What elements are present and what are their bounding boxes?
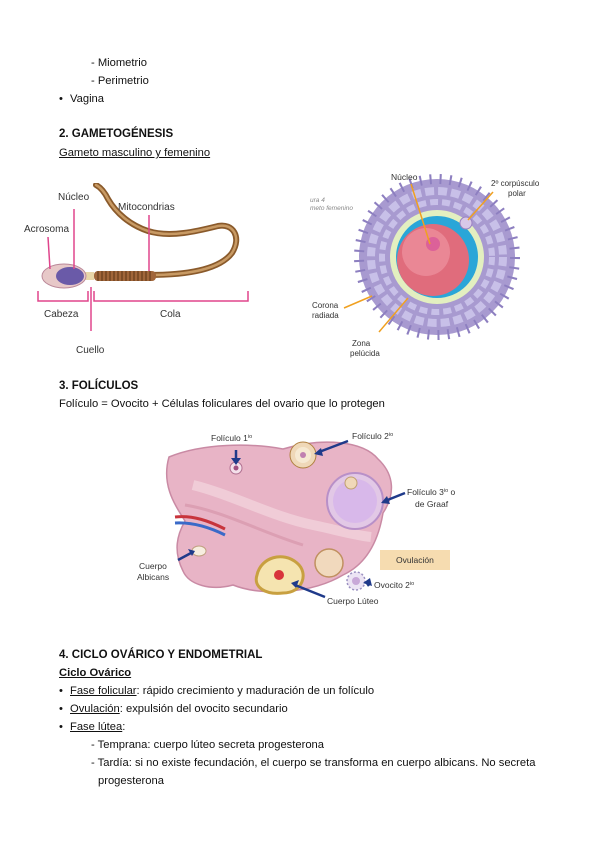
- svg-text:Folículo 1io: Folículo 1io: [211, 433, 252, 443]
- list-item-vagina: • Vagina: [59, 92, 104, 106]
- ovum-caption-b: meto femenino: [310, 205, 353, 212]
- polar-body: [459, 216, 473, 230]
- ovary-label-ovulacion: Ovulación: [396, 555, 434, 565]
- sperm-label-mitocondrias: Mitocondrias: [118, 202, 175, 213]
- list-item-ovulacion: • Ovulación: expulsión del ovocito secund…: [59, 702, 288, 716]
- list-item-perimetrio: - Perimetrio: [91, 75, 149, 87]
- section-subheading-ciclo-ovarico: Ciclo Ovárico: [59, 667, 132, 679]
- blood-vessel-red: [174, 515, 226, 531]
- ovary-label-albicans-a: Cuerpo: [139, 561, 167, 571]
- ovary-label-graaf: de Graaf: [415, 499, 449, 509]
- section-heading-foliculos: 3. FOLÍCULOS: [59, 380, 139, 392]
- term-text: : rápido crecimiento y maduración de un …: [136, 685, 375, 697]
- ovum-label-corona-b: radiada: [312, 311, 339, 320]
- ovary-label-luteo: Cuerpo Lúteo: [327, 596, 379, 606]
- bullet-icon: •: [59, 93, 63, 105]
- follicle-ruptured: [314, 548, 344, 578]
- svg-text:Folículo 3io o: Folículo 3io o: [407, 487, 456, 497]
- ovary-label-f1: Folículo 1: [211, 433, 248, 443]
- ovum-label-corpusculo-a: 2º corpúsculo: [491, 179, 540, 188]
- term-label: Fase lútea: [70, 721, 123, 733]
- list-item-fase-folicular: • Fase folicular: rápido crecimiento y ma…: [59, 684, 374, 698]
- term-label: Fase folicular: [70, 685, 137, 697]
- section-heading-ciclo: 4. CICLO OVÁRICO Y ENDOMETRIAL: [59, 649, 263, 661]
- ovum-label-zona-b: pelúcida: [350, 349, 380, 358]
- term-label: Ovulación: [70, 703, 120, 715]
- sperm-label-cuello: Cuello: [76, 345, 105, 356]
- sub-item-tardia-cont: progesterona: [98, 775, 164, 787]
- sperm-label-acrosoma: Acrosoma: [24, 224, 69, 235]
- ovulation-box: [380, 550, 450, 570]
- term-text: :: [122, 721, 126, 733]
- sperm-label-nucleo: Núcleo: [58, 192, 90, 203]
- sperm-midpiece: [94, 271, 156, 281]
- sperm-nucleus: [56, 267, 84, 285]
- sperm-tail: [93, 183, 240, 278]
- section-heading-gametogenesis: 2. GAMETOGÉNESIS: [59, 128, 174, 140]
- sperm-label-cabeza: Cabeza: [44, 309, 79, 320]
- bullet-icon: •: [59, 703, 63, 715]
- svg-text:Ovocito 2io: Ovocito 2io: [374, 580, 414, 590]
- ovum-label-corpusculo-b: polar: [508, 189, 526, 198]
- ovary-diagram: Folículo 1io Folículo 2io Folículo 3io o…: [137, 431, 456, 606]
- ovum-label-corona-a: Corona: [312, 301, 339, 310]
- term-text: : expulsión del ovocito secundario: [119, 703, 288, 715]
- sperm-diagram: Núcleo Mitocondrias Acrosoma Cabeza Cola…: [24, 183, 249, 356]
- section-subheading-gametos: Gameto masculino y femenino: [59, 147, 211, 159]
- ovary-label-albicans-b: Albicans: [137, 572, 169, 582]
- sub-item-tardia: - Tardía: si no existe fecundación, el c…: [91, 757, 536, 769]
- ovum-label-zona-a: Zona: [352, 339, 371, 348]
- sub-item-temprana: - Temprana: cuerpo lúteo secreta progest…: [91, 739, 325, 751]
- blood-vessel-blue: [174, 521, 226, 537]
- sperm-neck: [84, 272, 94, 280]
- bullet-icon: •: [59, 685, 63, 697]
- list-item-label: Vagina: [70, 93, 105, 105]
- ovary-label-f3: Folículo 3: [407, 487, 444, 497]
- svg-text:Folículo 2io: Folículo 2io: [352, 431, 393, 441]
- foliculo-definition: Folículo = Ovocito + Células foliculares…: [59, 398, 385, 410]
- list-item-fase-lutea: • Fase lútea:: [59, 720, 125, 734]
- ovum-diagram: ura 4 meto femenino Núcleo 2º corpúsculo…: [310, 172, 540, 358]
- ovum-label-nucleo: Núcleo: [391, 172, 418, 182]
- sperm-label-cola: Cola: [160, 309, 181, 320]
- ovary-label-f2: Folículo 2: [352, 431, 389, 441]
- list-item-miometrio: - Miometrio: [91, 57, 147, 69]
- bullet-icon: •: [59, 721, 63, 733]
- ovum-caption-a: ura 4: [310, 197, 325, 204]
- ovary-label-ovocito: Ovocito 2: [374, 580, 410, 590]
